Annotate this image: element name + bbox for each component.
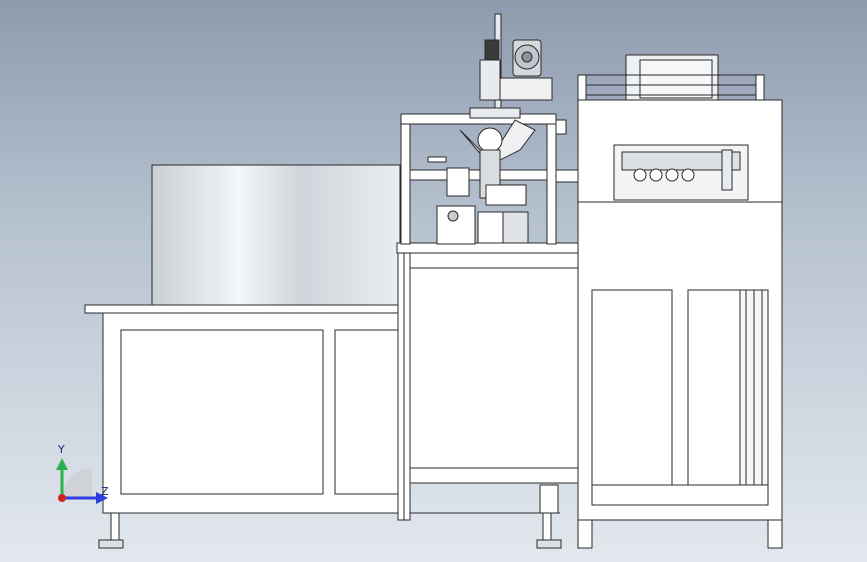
foot-right xyxy=(542,512,552,542)
table-top xyxy=(84,304,404,314)
table-panel-right xyxy=(334,329,404,495)
cylinder-hopper xyxy=(151,164,401,306)
y-axis-label: Y xyxy=(58,443,65,456)
z-axis-label: Z xyxy=(101,485,109,498)
cutter-mechanism xyxy=(427,13,553,245)
left-table xyxy=(84,164,562,549)
right-machine xyxy=(577,54,783,549)
table-panel-left xyxy=(120,329,324,495)
coordinate-triad-icon xyxy=(56,458,108,504)
middle-frame xyxy=(396,113,581,521)
